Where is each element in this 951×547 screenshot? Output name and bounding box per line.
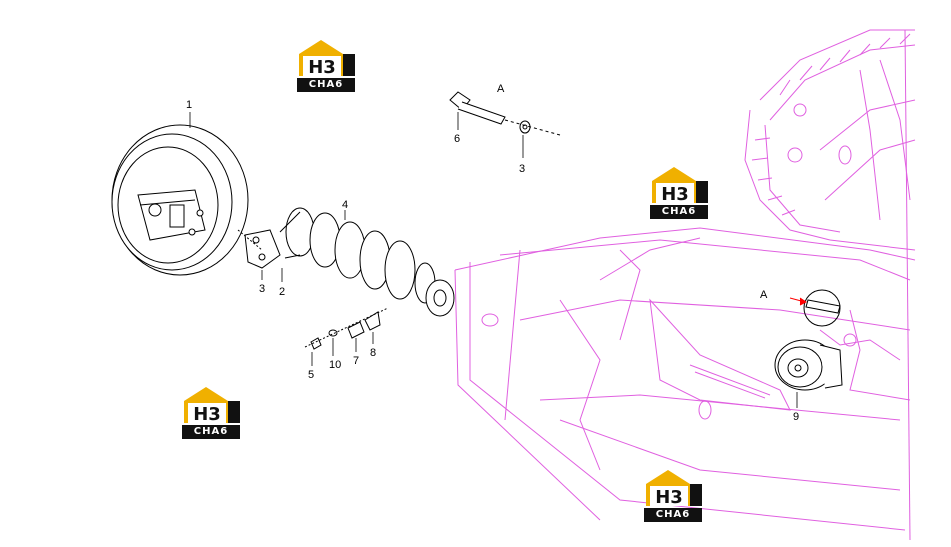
label-view-a-top: A <box>497 83 505 95</box>
label-6: 6 <box>454 133 460 145</box>
house-logo-icon: H3 <box>299 40 355 78</box>
logo-mark: H3 <box>308 57 336 78</box>
track-frame <box>454 29 916 541</box>
pin-detail-a <box>789 289 841 327</box>
logo-mark: H3 <box>193 404 221 425</box>
label-4: 4 <box>342 199 348 211</box>
logo-text: CHA6 <box>650 205 708 219</box>
part-labels: 1 4 3 2 5 10 7 8 A 6 3 A 9 <box>186 83 799 423</box>
leader-lines <box>189 112 798 408</box>
house-logo-icon: H3 <box>646 470 702 508</box>
label-3a: 3 <box>259 283 265 295</box>
label-2: 2 <box>279 286 285 298</box>
logo-text: CHA6 <box>644 508 702 522</box>
label-3b: 3 <box>519 163 525 175</box>
label-5: 5 <box>308 369 314 381</box>
logo-mark: H3 <box>661 184 689 205</box>
bracket <box>237 229 281 269</box>
label-1: 1 <box>186 99 192 111</box>
final-drive <box>774 339 843 391</box>
recoil-spring <box>279 207 455 317</box>
label-9: 9 <box>793 411 799 423</box>
watermark-logo: H3 CHA6 <box>180 385 242 447</box>
label-view-a-arrow: A <box>760 289 768 301</box>
idler-wheel <box>111 124 249 276</box>
watermark-logo: H3 CHA6 <box>295 38 357 100</box>
watermark-logo: H3 CHA6 <box>642 468 704 530</box>
small-parts <box>304 307 389 350</box>
label-7: 7 <box>353 355 359 367</box>
logo-mark: H3 <box>655 487 683 508</box>
house-logo-icon: H3 <box>652 167 708 205</box>
logo-text: CHA6 <box>297 78 355 92</box>
house-logo-icon: H3 <box>184 387 240 425</box>
logo-text: CHA6 <box>182 425 240 439</box>
label-10: 10 <box>329 359 341 371</box>
watermark-logo: H3 CHA6 <box>648 165 710 227</box>
label-8: 8 <box>370 347 376 359</box>
bolt-washer <box>449 91 561 136</box>
